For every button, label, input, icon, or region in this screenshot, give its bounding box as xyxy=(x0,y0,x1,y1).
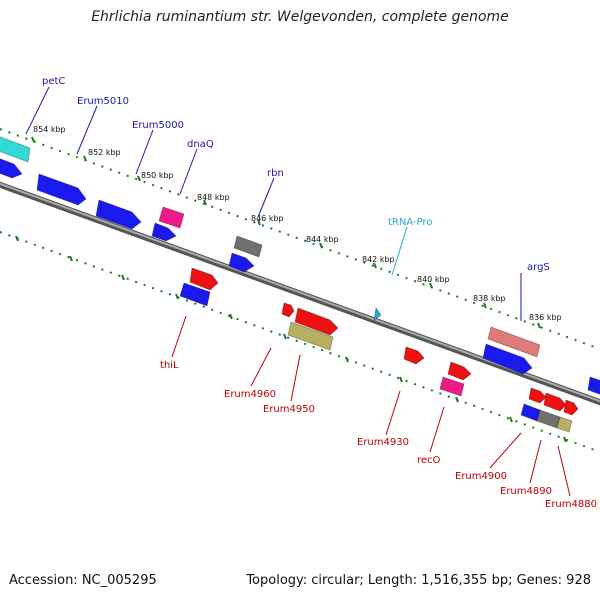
lower-gene-labels: thiL Erum4960 Erum4950 Erum4930 recO Eru… xyxy=(160,360,597,510)
gene-erum4950 xyxy=(287,321,334,351)
gene-erum4900 xyxy=(520,403,541,422)
kbp-labels: 854 kbp 852 kbp 850 kbp 848 kbp 846 kbp … xyxy=(33,125,562,322)
major-ticks xyxy=(15,136,567,443)
gene-red-5 xyxy=(543,392,567,412)
accession-text: Accession: NC_005295 xyxy=(9,573,157,588)
gene-label-erum5000: Erum5000 xyxy=(132,120,184,131)
kbp-label: 838 kbp xyxy=(473,294,506,303)
gene-label-erum4930: Erum4930 xyxy=(357,437,409,448)
kbp-label: 848 kbp xyxy=(197,193,230,202)
kbp-label: 852 kbp xyxy=(88,148,121,157)
gene-upper-blue xyxy=(0,158,23,179)
callout-lines-upper xyxy=(25,86,522,321)
lower-tick-track xyxy=(0,231,600,453)
gene-label-recO: recO xyxy=(417,455,441,466)
trna-pro-marker xyxy=(373,306,382,321)
gene-label-argS: argS xyxy=(527,262,550,273)
gene-label-petC: petC xyxy=(42,76,65,87)
gene-label-rbn: rbn xyxy=(267,168,284,179)
gene-argS xyxy=(487,326,541,358)
kbp-label: 840 kbp xyxy=(417,275,450,284)
gene-erum5000 xyxy=(95,199,142,230)
gene-red-3 xyxy=(447,361,472,381)
gene-erum4930 xyxy=(403,346,425,365)
gene-red-2 xyxy=(294,307,339,336)
gene-erum5010 xyxy=(36,173,87,206)
kbp-label: 844 kbp xyxy=(306,235,339,244)
gene-red-4 xyxy=(528,387,547,404)
kbp-label: 846 kbp xyxy=(251,214,284,223)
gene-label-erum4880: Erum4880 xyxy=(545,499,597,510)
gene-label-erum4900: Erum4900 xyxy=(455,471,507,482)
gene-erum4890 xyxy=(536,409,561,429)
gene-upper-blue-5 xyxy=(587,376,600,395)
map-title: Ehrlichia ruminantium str. Welgevonden, … xyxy=(91,9,509,25)
gene-upper-blue-2 xyxy=(151,222,177,242)
upper-tick-track xyxy=(0,128,600,350)
gene-erum4880 xyxy=(556,416,573,433)
gene-petC xyxy=(0,136,31,163)
gene-label-erum4890: Erum4890 xyxy=(500,486,552,497)
callout-line-trna xyxy=(391,226,408,276)
gene-upper-blue-4 xyxy=(482,343,533,375)
gene-label-thiL: thiL xyxy=(160,360,179,371)
gene-dnaQ xyxy=(158,206,185,229)
kbp-label: 836 kbp xyxy=(529,313,562,322)
gene-red-6 xyxy=(563,399,579,416)
kbp-label: 854 kbp xyxy=(33,125,66,134)
gene-red-1 xyxy=(189,267,219,291)
gene-upper-blue-3 xyxy=(228,252,255,273)
callout-lines-lower xyxy=(171,315,571,497)
gene-thiL xyxy=(179,282,211,307)
gene-erum4960 xyxy=(281,302,295,318)
topology-summary: Topology: circular; Length: 1,516,355 bp… xyxy=(246,573,591,588)
gene-label-trna-pro: tRNA-Pro xyxy=(388,217,432,228)
kbp-label: 850 kbp xyxy=(141,171,174,180)
gene-recO xyxy=(439,376,465,397)
upper-gene-labels: petC Erum5010 Erum5000 dnaQ rbn tRNA-Pro… xyxy=(42,76,550,273)
kbp-label: 842 kbp xyxy=(362,255,395,264)
genome-backbone xyxy=(0,181,600,406)
tick-tracks xyxy=(0,128,600,453)
gene-features[interactable] xyxy=(0,136,600,433)
gene-label-dnaQ: dnaQ xyxy=(187,139,214,150)
gene-label-erum5010: Erum5010 xyxy=(77,96,129,107)
gene-label-erum4950: Erum4950 xyxy=(263,404,315,415)
gene-rbn xyxy=(233,235,263,258)
gene-label-erum4960: Erum4960 xyxy=(224,389,276,400)
